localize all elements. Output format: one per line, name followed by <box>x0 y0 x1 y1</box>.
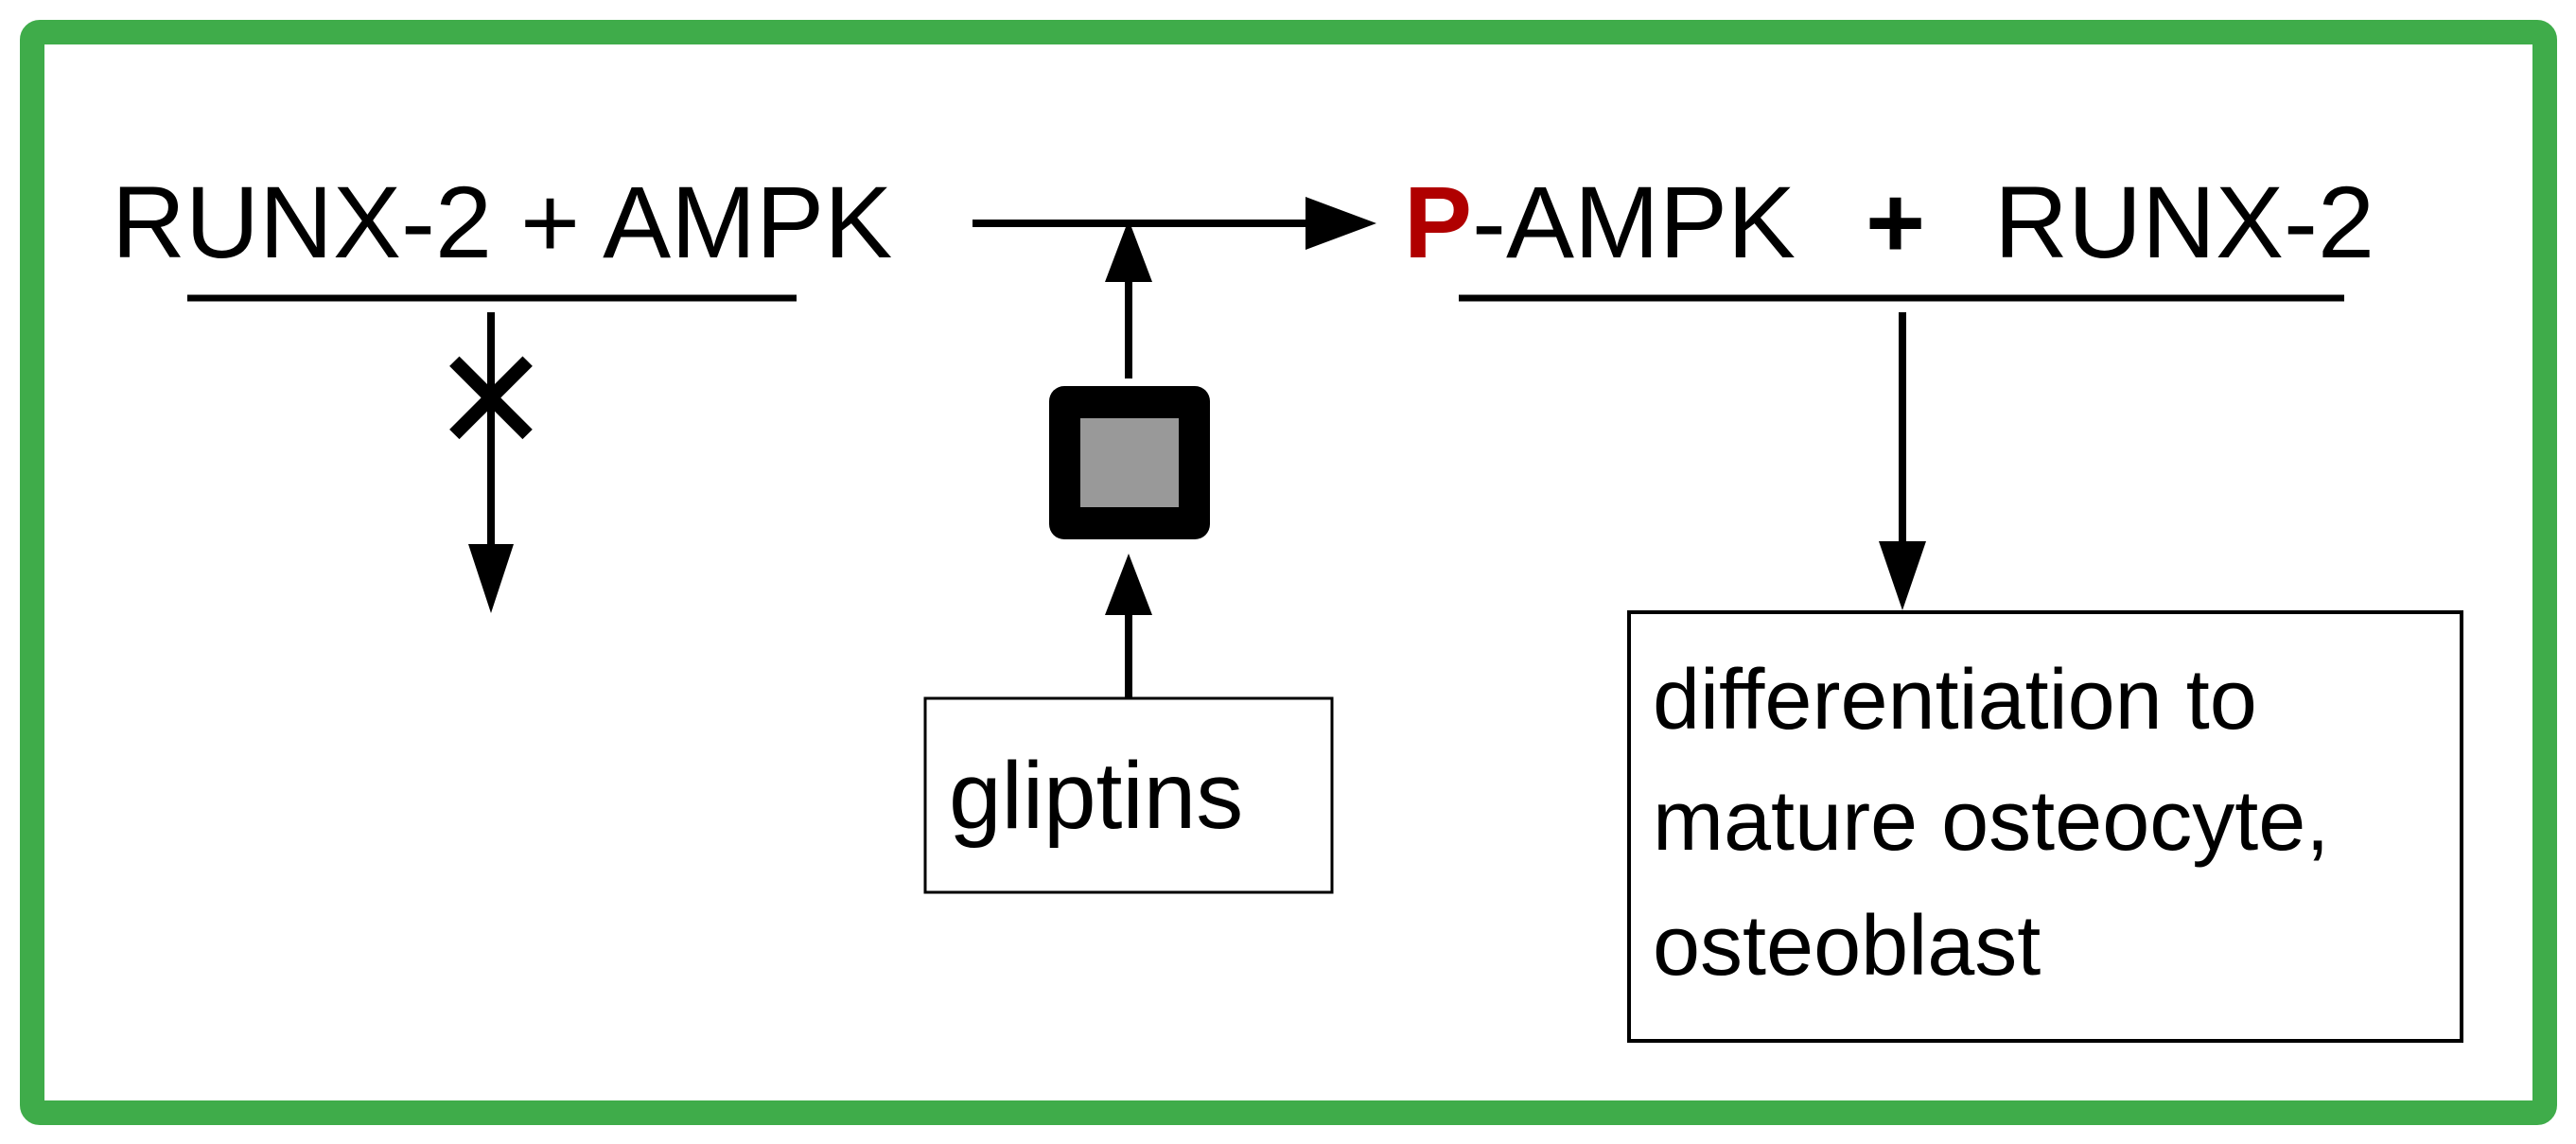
right-runx-label: RUNX-2 <box>1994 165 2374 279</box>
gliptins-label: gliptins <box>949 743 1243 849</box>
gliptins-box <box>923 696 1334 894</box>
catalysis-arrow-head <box>1105 220 1152 282</box>
outcome-box <box>1627 610 2463 1043</box>
outcome-line-1: differentiation to <box>1653 653 2257 748</box>
blocked-arrow-head <box>468 544 514 613</box>
reaction-arrow-head <box>1306 197 1376 250</box>
outcome-line-3: osteoblast <box>1653 899 2041 994</box>
left-complex-label: RUNX-2 + AMPK <box>112 165 892 279</box>
outcome-line-2: mature osteocyte, <box>1653 774 2329 869</box>
right-plus-sign: + <box>1866 165 1925 279</box>
enzyme-square-inner <box>1080 418 1179 507</box>
gliptins-arrow-head <box>1105 554 1152 615</box>
phospho-ampk-label: -AMPK <box>1472 165 1796 279</box>
phospho-prefix: P <box>1404 165 1472 279</box>
outcome-arrow-head <box>1879 541 1926 610</box>
blocked-cross-icon: ✕ <box>431 319 551 484</box>
